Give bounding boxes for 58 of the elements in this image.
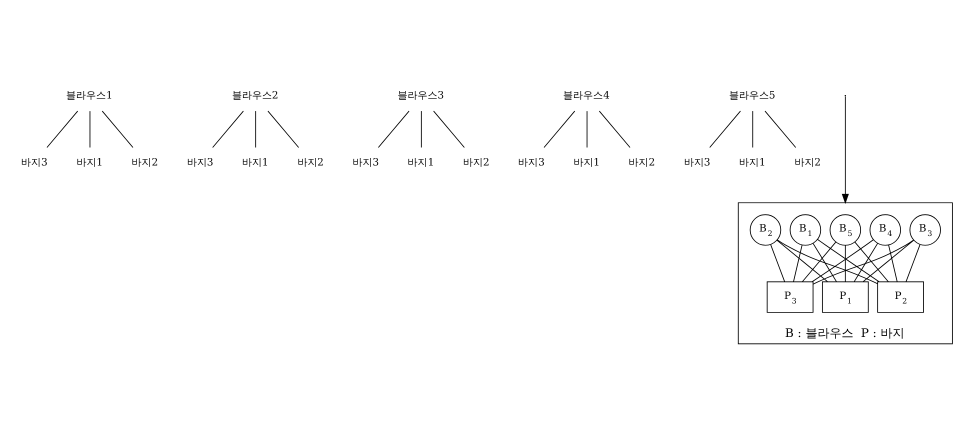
connector	[770, 244, 786, 282]
node-text: 바지1	[739, 156, 766, 168]
connector	[255, 110, 256, 148]
node-text: 블라우스1	[66, 90, 113, 101]
node-text: 바지1	[76, 156, 103, 168]
connector	[102, 110, 134, 148]
node-text: 바지2	[132, 156, 158, 168]
connector	[862, 239, 914, 282]
node-text: 바지2	[462, 156, 490, 168]
connector	[776, 238, 878, 284]
connector	[793, 244, 802, 282]
node-text: 바지3	[518, 156, 545, 168]
connector	[854, 242, 878, 282]
node-text: 바지3	[352, 156, 380, 168]
node-text: 블라우스2	[232, 90, 278, 101]
connector	[888, 244, 898, 282]
node-text: 바지1	[573, 156, 600, 168]
connector	[854, 241, 889, 282]
node-text: 블라우스3	[398, 90, 444, 101]
node-circle: B$_{2}$	[750, 214, 782, 246]
connector	[544, 110, 576, 148]
node-text: 바지3	[684, 156, 710, 168]
connector	[709, 110, 741, 148]
node-circle: B$_{3}$	[910, 214, 941, 246]
connector	[378, 110, 410, 148]
connector	[268, 110, 300, 148]
node-box: P$_{2}$	[877, 280, 924, 312]
connector	[812, 238, 874, 282]
node-circle: B$_{5}$	[830, 214, 862, 246]
node-text: 바지1	[408, 156, 434, 168]
connector	[598, 110, 630, 148]
node-text: 바지3	[21, 156, 48, 168]
node-text: 바지2	[794, 156, 821, 168]
connector	[844, 244, 846, 282]
connector	[776, 239, 828, 282]
connector	[812, 239, 914, 284]
node-text: 블라우스4	[563, 90, 610, 101]
node-text: 블라우스5	[728, 90, 776, 101]
node-box: P$_{3}$	[766, 280, 814, 312]
connector	[906, 244, 920, 282]
node-circle: B$_{4}$	[870, 214, 901, 246]
connector	[586, 110, 588, 148]
connector	[212, 110, 244, 148]
arrow	[842, 96, 849, 204]
connector	[46, 110, 78, 148]
connector	[764, 110, 796, 148]
node-text: 바지2	[628, 156, 656, 168]
node-text: 바지1	[242, 156, 269, 168]
node-text: 바지2	[297, 156, 324, 168]
connector	[812, 242, 837, 282]
connector	[752, 110, 754, 148]
connector	[433, 110, 465, 148]
node-box: P$_{1}$	[822, 280, 869, 312]
connector	[420, 110, 422, 148]
node-circle: B$_{1}$	[790, 214, 822, 246]
node-text: 바지3	[186, 156, 214, 168]
connector	[802, 241, 836, 282]
connector	[817, 238, 880, 282]
